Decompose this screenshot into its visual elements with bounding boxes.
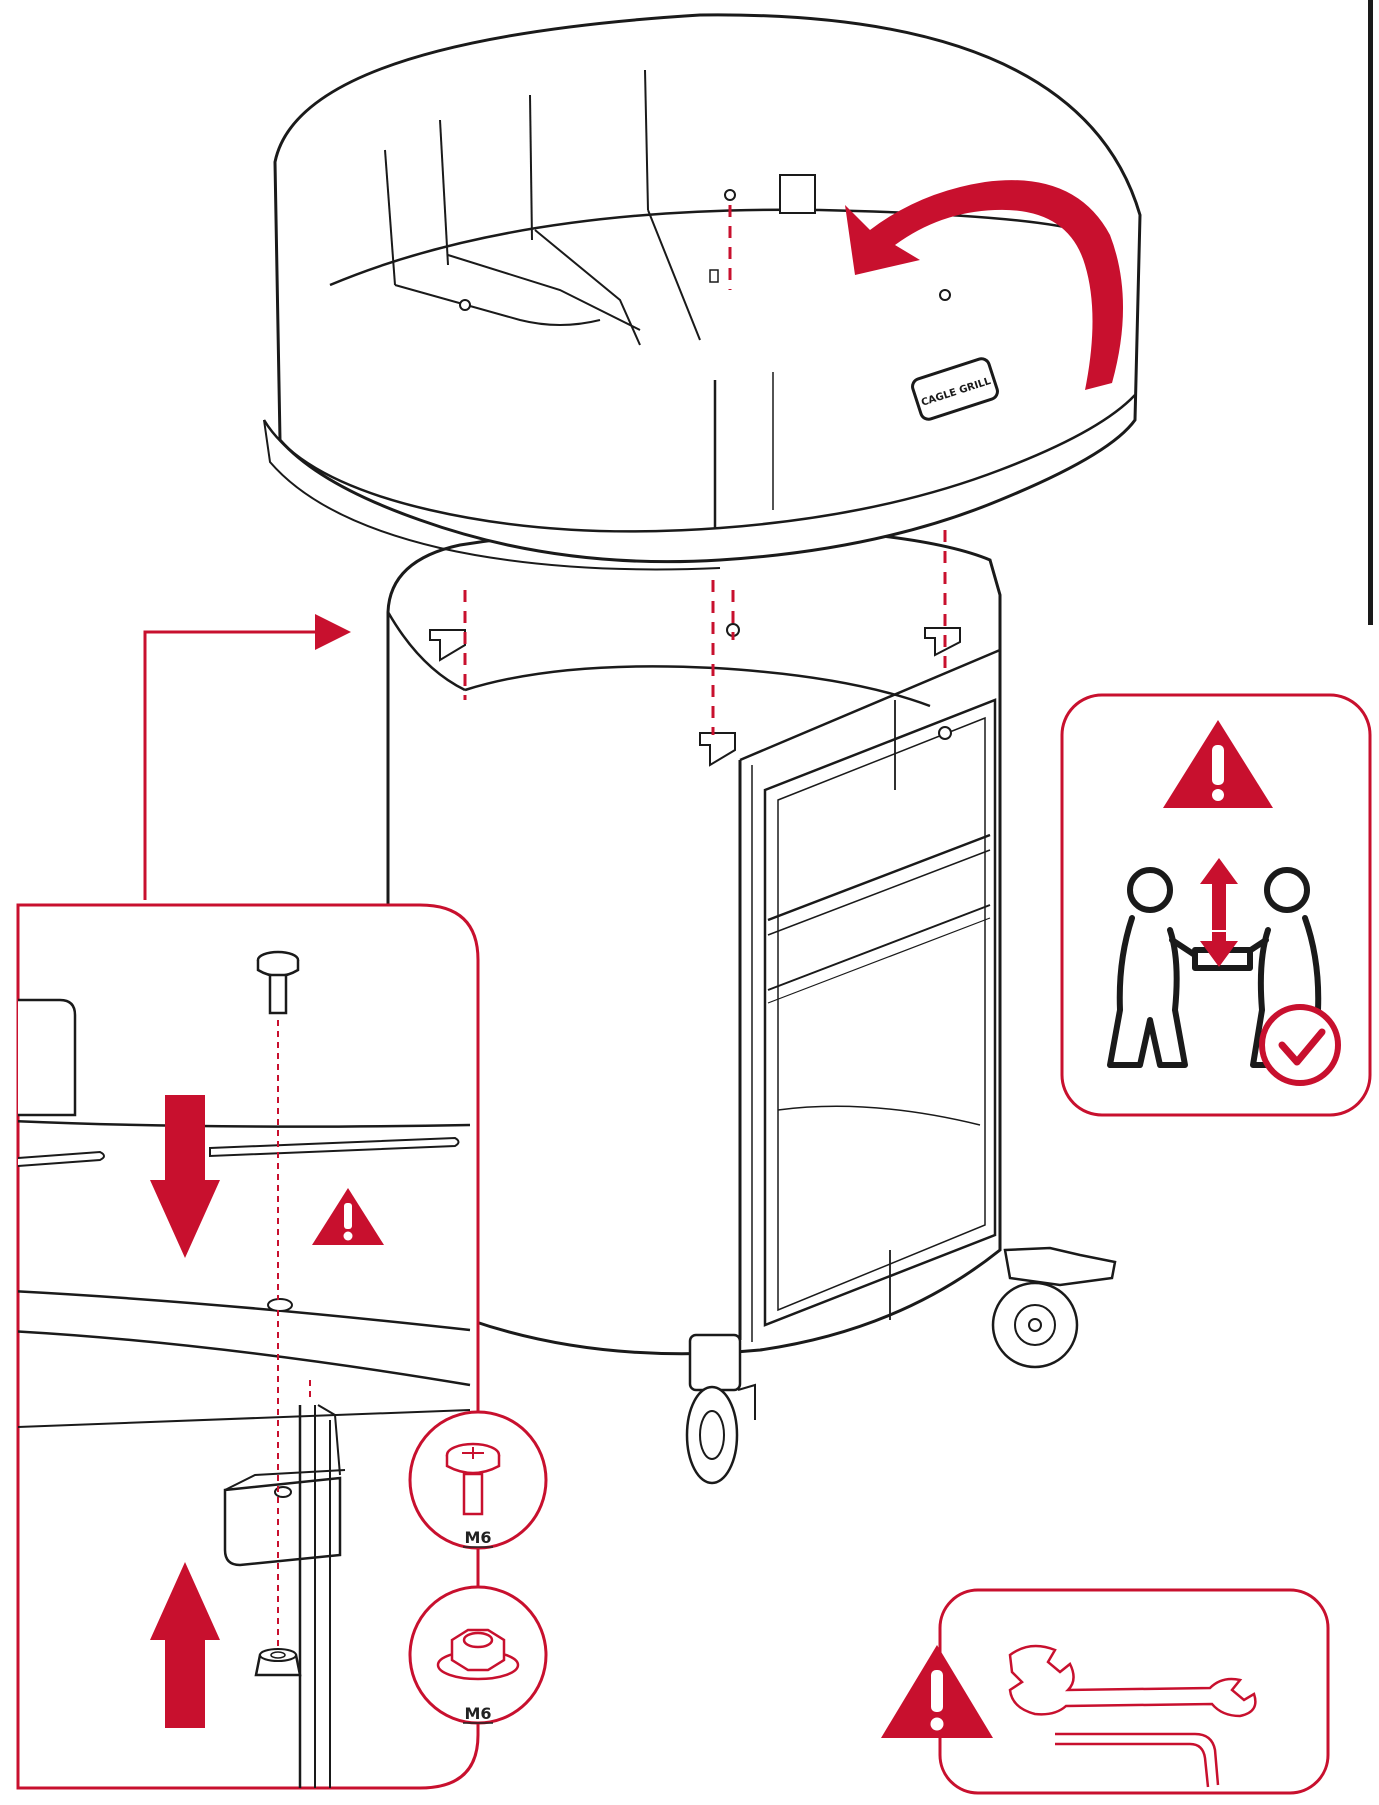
detail-panel [16,903,480,1790]
detail-nut-icon [254,1648,302,1677]
callout-bolt: M6 [408,1410,548,1550]
flange-bolt-icon [445,1442,501,1516]
caster-right [991,1246,1117,1369]
two-person-lift-panel [1060,693,1372,1117]
warning-triangle-icon [312,1188,384,1245]
top-ring: CAGLE GRILL [262,13,1142,571]
check-icon [1259,1004,1341,1086]
hardware-callouts: M6 M6 [408,1410,548,1725]
flange-nut-icon [436,1628,520,1681]
hex-key-icon [1055,1732,1220,1788]
detail-bolt-icon [256,950,300,1015]
warning-triangle-icon [1163,720,1273,808]
alignment-guides [463,205,947,735]
caster-front [685,1333,756,1485]
bolt-size-label: M6 [464,1528,491,1547]
warning-triangle-icon [881,1645,993,1738]
tools-panel [881,1588,1330,1795]
logo-plate: CAGLE GRILL [911,357,999,421]
open-end-wrench-icon [1008,1644,1257,1718]
callout-nut: M6 [408,1585,548,1725]
base-cabinet [386,524,1117,1485]
page-edge-bar [1368,0,1373,625]
up-down-arrow-icon [1200,858,1238,967]
detail-leader [143,614,351,900]
rotate-arrow-icon [845,180,1124,390]
up-arrow-icon [150,1562,220,1728]
down-arrow-icon [150,1095,220,1258]
nut-size-label: M6 [464,1704,491,1723]
